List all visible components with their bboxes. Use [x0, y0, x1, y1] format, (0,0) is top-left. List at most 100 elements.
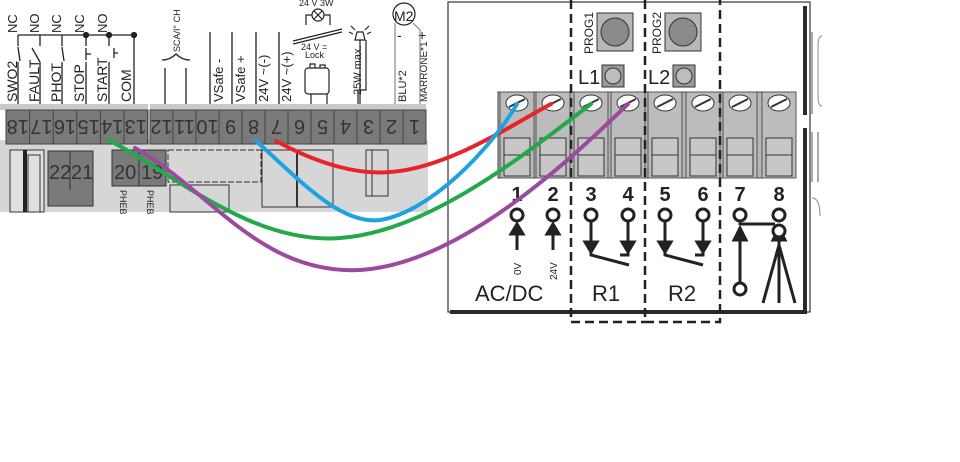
state-nc-1: NC [5, 14, 20, 33]
motor-minus: - [397, 27, 402, 43]
component-outline [167, 149, 262, 183]
module-terminal-4-point [620, 207, 636, 223]
label-24v-plus: 24V ~(+) [279, 51, 294, 102]
flasher-icon [354, 31, 367, 104]
module-terminal-3-point [583, 207, 599, 223]
board-terminal-12: 12 [150, 115, 172, 137]
board-terminal-10: 10 [196, 115, 218, 137]
label-vsafe-plus: VSafe + [233, 55, 248, 102]
board-terminal-4: 4 [340, 115, 351, 137]
board-terminal-8: 8 [248, 115, 259, 137]
pheb-label-1: PHEB [118, 190, 128, 215]
board-terminal-16: 16 [54, 115, 76, 137]
wire-clamp [765, 137, 793, 177]
module-terminal-3-label: 3 [585, 184, 596, 206]
lamp-leads [305, 10, 331, 25]
antenna-icon [761, 240, 797, 304]
screw-slot [731, 98, 749, 108]
board-terminal-17: 17 [30, 115, 52, 137]
start-contact [108, 35, 118, 104]
prog1-button-cap[interactable] [600, 17, 630, 47]
screw-slot [656, 98, 674, 108]
label-lock-voltage: 24 V = [301, 42, 327, 52]
screw-slot [770, 98, 788, 108]
label-start: START [94, 57, 110, 102]
strip-top-right [150, 104, 426, 110]
board-terminal-3: 3 [363, 115, 374, 137]
module-terminal-8-label: 8 [773, 184, 784, 206]
wire-clamp [651, 137, 679, 177]
board-terminal-15: 15 [77, 115, 99, 137]
wires [106, 102, 630, 273]
green-wire [106, 102, 593, 241]
label-com: COM [118, 69, 134, 102]
module-terminal-6-label: 6 [697, 184, 708, 206]
module-symbols [508, 221, 797, 304]
label-stop: STOP [71, 64, 87, 102]
led1-lens [604, 67, 622, 85]
module-terminal-4-label: 4 [622, 184, 634, 206]
phot-contact [61, 35, 65, 104]
pheb-label-2: PHEB [145, 190, 155, 215]
module-terminal-2-point [545, 207, 561, 223]
module-edge [811, 32, 819, 182]
label-fault: FAULT [26, 59, 42, 102]
prog2-label: PROG2 [650, 12, 664, 54]
module-shadow [450, 6, 807, 314]
led1-label: L1 [578, 67, 600, 89]
module-terminal-7-label: 7 [734, 184, 745, 206]
swo2-contact [17, 35, 21, 104]
fault-contact [31, 35, 41, 104]
screw-slot [694, 98, 712, 108]
antenna-terminal [771, 223, 787, 239]
label-r2: R2 [668, 281, 696, 306]
prog1-label: PROG1 [582, 12, 596, 54]
terminal-20-label: 20 [114, 162, 136, 184]
flasher-rays [348, 25, 372, 35]
module-clip [811, 35, 823, 217]
wire-clamp [577, 137, 605, 177]
board-terminal-6: 6 [294, 115, 305, 137]
strip-top-left [0, 104, 148, 110]
label-r1: R1 [592, 281, 620, 306]
motor-icon [392, 2, 416, 26]
label-lock: Lock [305, 50, 325, 60]
led2-label: L2 [648, 67, 670, 89]
label-lamp: 24 V 3W [299, 0, 334, 8]
led2-lens [675, 67, 693, 85]
component-outline [169, 184, 230, 213]
prog2-button-cap[interactable] [668, 17, 698, 47]
board-terminal-14: 14 [101, 115, 123, 137]
relay-arrowheads [582, 240, 712, 255]
label-scan: SCA/I° CH [172, 9, 182, 52]
board-terminal-18: 18 [7, 115, 29, 137]
load-symbols [292, 2, 421, 104]
state-nc-3: NC [72, 14, 87, 33]
terminal-22-label: 22 [49, 162, 71, 184]
arrowheads [508, 221, 562, 236]
label-marrone: MARRONE*1 [419, 41, 430, 102]
terminal-21-label: 21 [71, 162, 93, 184]
module-terminal-1-label: 1 [511, 184, 522, 206]
board-terminal-13: 13 [125, 115, 147, 137]
label-swo2: SWO2 [4, 61, 20, 102]
motor-leads [394, 22, 421, 104]
label-motor: M2 [394, 8, 414, 24]
wire-clamp [689, 137, 717, 177]
connector-bar [23, 150, 27, 212]
lock-leads [309, 63, 328, 104]
lock-icon [304, 67, 330, 95]
label-flash: 25W max. [352, 45, 364, 95]
board-terminal-7: 7 [271, 115, 282, 137]
state-no-2: NO [95, 14, 110, 34]
board-terminal-11: 11 [174, 115, 195, 137]
red-wire [274, 102, 553, 175]
module-terminal-8-point [771, 207, 787, 223]
label-24v-minus: 24V ~(-) [256, 55, 271, 102]
label-vsafe-minus: VSafe - [211, 59, 226, 102]
board-terminal-1: 1 [409, 115, 420, 137]
module-terminal-5-label: 5 [659, 184, 670, 206]
